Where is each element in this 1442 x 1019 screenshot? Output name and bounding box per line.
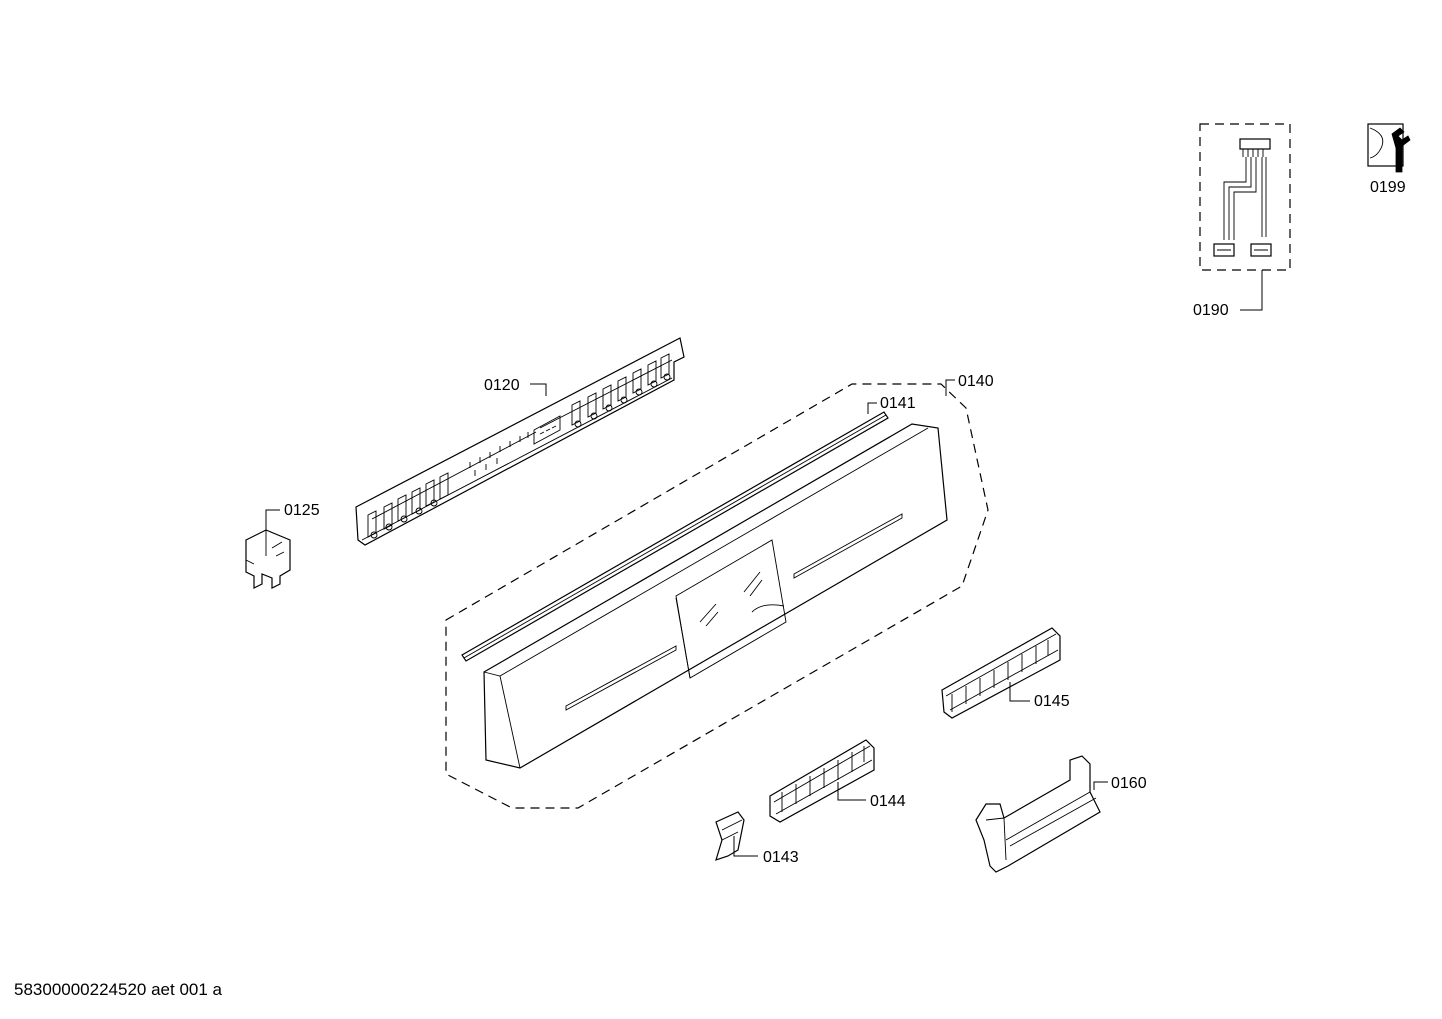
label-0141: 0141 <box>880 395 916 412</box>
leader-0190 <box>1240 270 1263 311</box>
part-0190-cable-harness[interactable] <box>1199 123 1291 271</box>
label-0140: 0140 <box>958 373 994 390</box>
part-0144-button-strip[interactable] <box>769 739 875 823</box>
leader-0160 <box>1093 781 1108 790</box>
part-0141-trim-strip[interactable] <box>461 411 889 662</box>
part-0125-clip[interactable] <box>245 529 291 589</box>
leader-0125 <box>265 509 280 531</box>
label-0144: 0144 <box>870 793 906 810</box>
label-0199: 0199 <box>1370 179 1406 196</box>
part-0120-control-module[interactable] <box>355 337 685 546</box>
leader-0144 <box>837 782 866 801</box>
label-0190: 0190 <box>1193 302 1229 319</box>
group-0140-outline <box>445 383 989 809</box>
drawing-reference-number: 58300000224520 aet 001 a <box>14 980 222 999</box>
label-0143: 0143 <box>763 849 799 866</box>
part-0145-button-strip[interactable] <box>941 627 1061 719</box>
leader-0141 <box>867 402 877 414</box>
part-0143-clip[interactable] <box>715 811 745 861</box>
label-0145: 0145 <box>1034 693 1070 710</box>
leader-0140 <box>945 379 955 396</box>
leader-0145 <box>1009 682 1030 702</box>
leader-0120 <box>530 383 547 396</box>
label-0125: 0125 <box>284 502 320 519</box>
label-0120: 0120 <box>484 377 520 394</box>
wrench-service-icon[interactable] <box>1367 123 1411 173</box>
part-0160-cover[interactable] <box>975 755 1101 873</box>
part-0140-control-panel[interactable] <box>483 423 948 769</box>
label-0160: 0160 <box>1111 775 1147 792</box>
leader-0143 <box>733 836 758 857</box>
